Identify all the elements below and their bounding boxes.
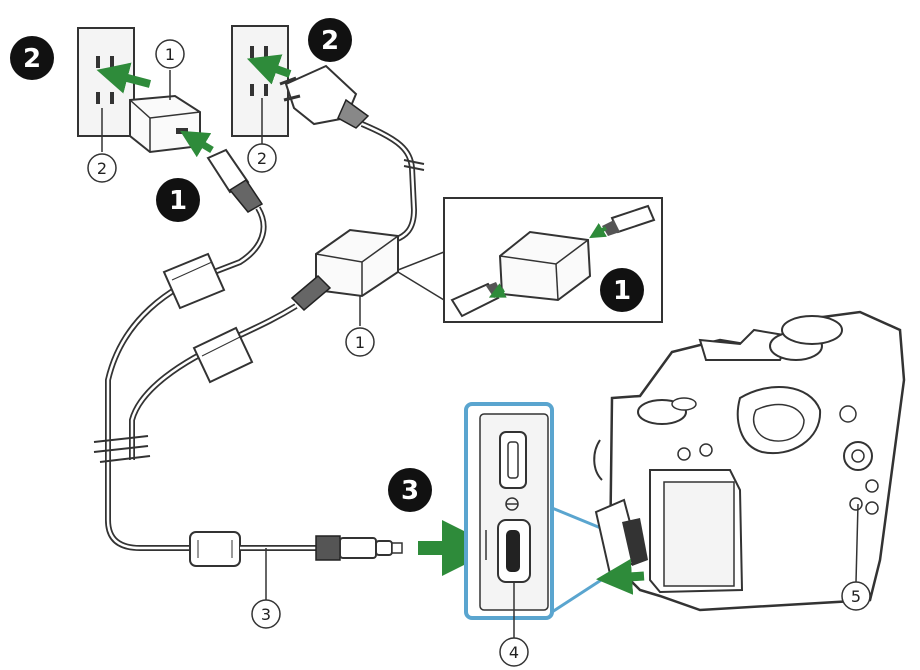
camera-port-closeup (464, 402, 554, 620)
arrow-ac-plug-outlet (246, 54, 292, 85)
ac-cord (360, 121, 418, 243)
callout-label: 4 (509, 643, 519, 662)
callout-label: 1 (355, 333, 365, 352)
step-badge-3: 3 (388, 468, 432, 512)
wall-outlet-right (231, 25, 289, 137)
step-badge-2-left: 2 (10, 36, 54, 80)
ac-plug (279, 64, 370, 129)
callout-2-outlet-left: 2 (87, 153, 117, 183)
ferrite-core-bottom (189, 531, 241, 567)
callout-label: 2 (97, 159, 107, 178)
arrow-usb-into-adapter (179, 130, 214, 158)
cable-break-marks (93, 435, 151, 463)
ferrite-core-top (162, 252, 226, 310)
callout-4-usb-port: 4 (499, 637, 529, 667)
usb-cable-plug-top (206, 148, 264, 213)
step-label: 2 (23, 44, 41, 74)
callout-5-indicator: 5 (841, 581, 871, 611)
step-badge-2-right: 2 (308, 18, 352, 62)
arrow-into-camera (596, 558, 645, 595)
step-badge-1-inset: 1 (600, 268, 644, 312)
callout-1-adapter-left: 1 (155, 39, 185, 69)
adapter-output-plug (290, 274, 332, 312)
callout-2-outlet-right: 2 (247, 143, 277, 173)
step-label: 1 (169, 186, 187, 216)
step-label: 2 (321, 26, 339, 56)
callout-label: 2 (257, 149, 267, 168)
step-label: 3 (401, 476, 419, 506)
step-badge-1-top: 1 (156, 178, 200, 222)
usb-cable-outer (105, 206, 267, 551)
callout-3-cable: 3 (251, 599, 281, 629)
callout-1-adapter-center: 1 (345, 327, 375, 357)
callout-label: 1 (165, 45, 175, 64)
usb-c-plug (315, 535, 403, 561)
camera-body (593, 310, 906, 612)
wall-outlet-left (77, 27, 135, 137)
ferrite-core-middle (192, 326, 254, 384)
arrow-plug-adapter (96, 62, 152, 94)
callout-label: 5 (851, 587, 861, 606)
step-label: 1 (613, 276, 631, 306)
callout-label: 3 (261, 605, 271, 624)
